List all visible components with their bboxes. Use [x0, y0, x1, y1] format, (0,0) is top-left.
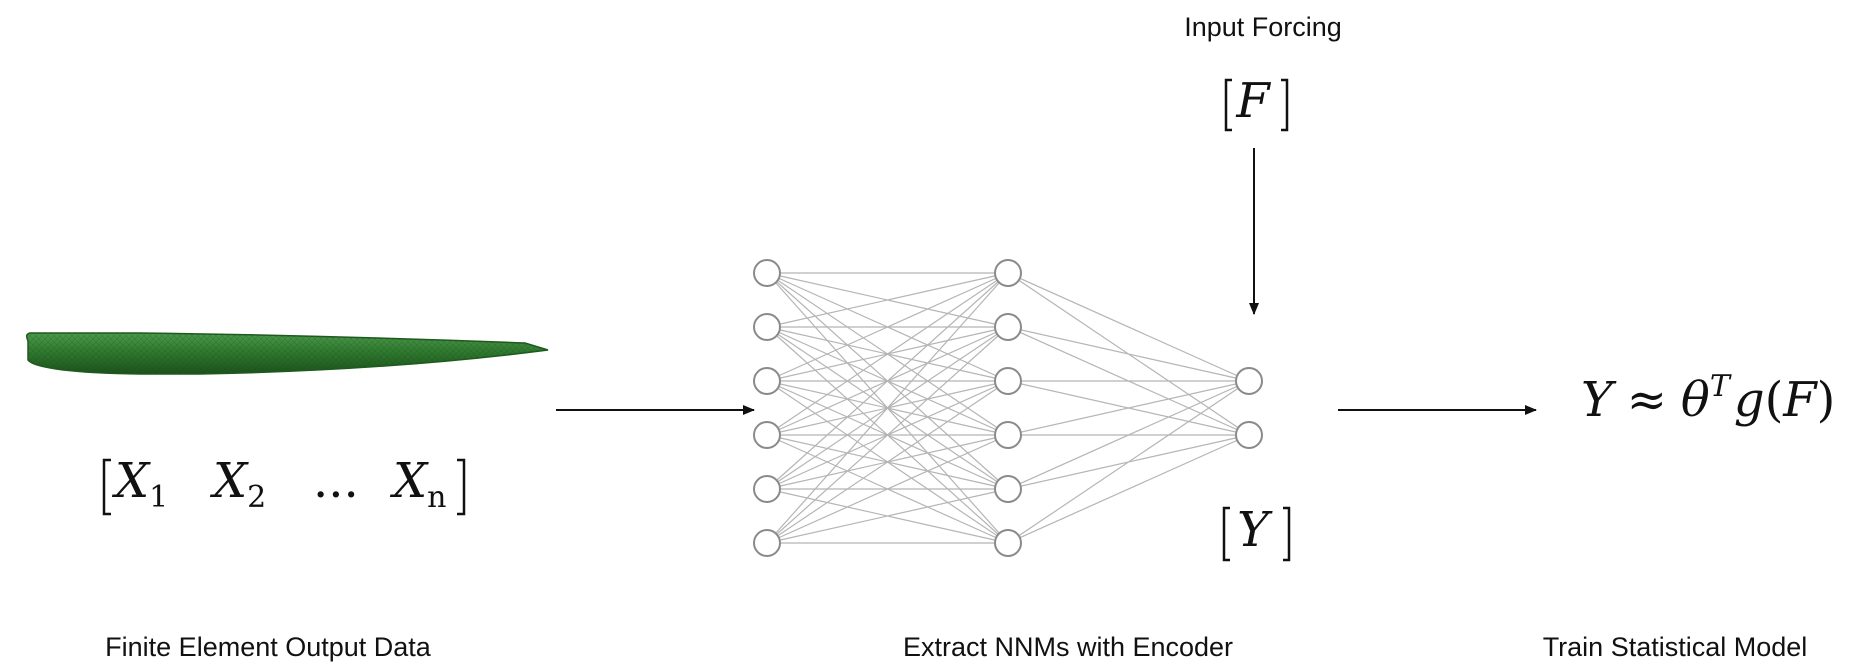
x-last: Xn — [389, 453, 447, 515]
network-edge — [766, 272, 1009, 328]
finite-element-caption: Finite Element Output Data — [105, 632, 432, 662]
network-edge — [766, 272, 1009, 544]
network-node-layer-1 — [753, 259, 781, 287]
extract-nnms-caption: Extract NNMs with Encoder — [903, 632, 1233, 662]
network-node-layer-1 — [753, 313, 781, 341]
input-forcing-label: Input Forcing — [1184, 12, 1342, 42]
train-model-caption: Train Statistical Model — [1543, 632, 1808, 662]
network-edge — [766, 434, 1009, 544]
network-nodes — [753, 259, 1263, 557]
network-edge — [766, 380, 1009, 544]
network-edge — [766, 272, 1009, 490]
network-edge — [1007, 272, 1250, 382]
network-node-layer-2 — [994, 421, 1022, 449]
network-edge — [766, 326, 1009, 544]
output-left-bracket — [1222, 506, 1230, 562]
network-node-layer-3 — [1235, 421, 1263, 449]
model-equation: Y≈θTg(F) — [1581, 369, 1835, 428]
output-right-bracket — [1283, 506, 1291, 562]
x-first: X1 — [111, 453, 168, 515]
network-edge — [1007, 380, 1250, 436]
network-edge — [1007, 380, 1250, 544]
encoder-network — [753, 259, 1263, 557]
forcing-left-bracket — [1224, 78, 1232, 132]
network-edge — [1007, 380, 1250, 490]
network-node-layer-1 — [753, 529, 781, 557]
network-node-layer-1 — [753, 367, 781, 395]
input-data-vector: X1 X2 ... Xn — [102, 453, 466, 516]
network-edge — [766, 272, 1009, 436]
turbine-blade-image — [25, 332, 549, 375]
network-node-layer-2 — [994, 313, 1022, 341]
network-node-layer-2 — [994, 529, 1022, 557]
network-node-layer-2 — [994, 475, 1022, 503]
network-edge — [1007, 326, 1250, 382]
network-node-layer-3 — [1235, 367, 1263, 395]
x-second: X2 — [209, 453, 266, 515]
forcing-right-bracket — [1281, 78, 1289, 132]
network-node-layer-2 — [994, 259, 1022, 287]
network-node-layer-1 — [753, 421, 781, 449]
network-node-layer-1 — [753, 475, 781, 503]
network-edges — [766, 272, 1250, 544]
network-node-layer-2 — [994, 367, 1022, 395]
network-edge — [1007, 434, 1250, 544]
network-edge — [766, 272, 1009, 382]
left-bracket — [102, 458, 111, 516]
output-vector: Y — [1222, 502, 1291, 562]
network-edge — [766, 488, 1009, 544]
forcing-vector: F — [1224, 73, 1289, 132]
output-symbol: Y — [1237, 502, 1273, 558]
forcing-symbol: F — [1235, 73, 1271, 129]
right-bracket — [457, 458, 466, 516]
x-ellipsis: ... — [313, 453, 359, 509]
